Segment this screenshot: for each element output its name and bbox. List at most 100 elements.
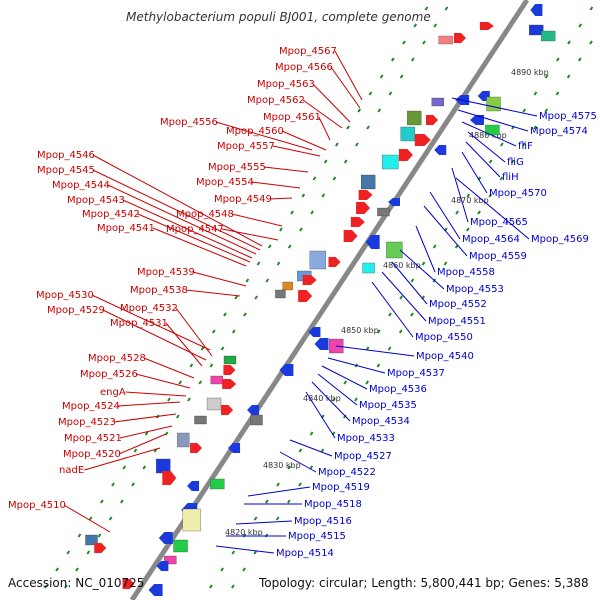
leader-line <box>117 401 181 407</box>
leader-line <box>311 381 351 422</box>
gene-label-right: Mpop_4553 <box>446 284 504 295</box>
leader-line <box>451 167 469 223</box>
leader-line <box>152 227 247 267</box>
tick-mark <box>254 295 258 300</box>
leader-line <box>135 373 191 389</box>
genome-title: Methylobacterium populi BJ001, complete … <box>126 10 431 24</box>
tick-mark <box>209 363 214 368</box>
leader-line <box>175 307 213 357</box>
leader-line <box>302 99 343 129</box>
gene-label-right: Mpop_4519 <box>312 482 370 493</box>
gene-label-left: Mpop_4523 <box>58 417 116 428</box>
tick-mark <box>567 40 571 45</box>
gene-label-left: Mpop_4538 <box>130 285 188 296</box>
gene-arrow-reverse <box>228 443 241 453</box>
gene-block <box>206 397 222 411</box>
tick-mark <box>455 210 459 215</box>
tick-mark <box>323 159 328 164</box>
gene-arrow-reverse <box>187 481 200 491</box>
gene-arrow-forward <box>414 134 431 146</box>
tick-mark <box>88 516 93 521</box>
leader-line <box>119 425 173 439</box>
tick-mark <box>299 227 303 232</box>
gene-block <box>407 110 422 126</box>
gene-arrow-reverse <box>365 235 380 249</box>
tick-mark <box>290 210 294 215</box>
gene-label-right: Mpop_4535 <box>359 400 417 411</box>
gene-label-left: Mpop_4546 <box>37 150 95 161</box>
leader-line <box>457 109 529 132</box>
leader-line <box>165 322 203 367</box>
kbp-label: 4830 kbp <box>263 461 301 470</box>
gene-arrow-forward <box>162 471 177 485</box>
tick-mark <box>234 295 238 300</box>
gene-label-right: Mpop_4537 <box>387 368 445 379</box>
gene-label-left: Mpop_4562 <box>247 95 305 106</box>
leader-line <box>423 205 468 257</box>
tick-mark <box>388 91 393 96</box>
gene-label-right: fliH <box>502 172 519 183</box>
gene-label-left: Mpop_4549 <box>214 194 272 205</box>
gene-arrow-forward <box>358 190 373 200</box>
leader-line <box>334 50 363 101</box>
tick-mark <box>410 57 415 62</box>
tick-mark <box>223 312 227 317</box>
gene-label-left: Mpop_4531 <box>110 318 168 329</box>
tick-mark <box>555 57 560 62</box>
tick-mark <box>231 584 235 589</box>
leader-line <box>461 151 488 194</box>
leader-line <box>455 177 530 240</box>
tick-mark <box>444 6 449 11</box>
tick-mark <box>86 550 91 555</box>
gene-arrow-forward <box>479 22 494 30</box>
tick-mark <box>279 227 283 232</box>
gene-label-left: Mpop_4541 <box>97 223 155 234</box>
leader-line <box>251 181 301 189</box>
tick-mark <box>144 431 149 436</box>
tick-mark <box>376 329 381 334</box>
leader-line <box>143 357 195 379</box>
leader-line <box>235 520 293 525</box>
leader-line <box>272 145 321 157</box>
gene-label-left: Mpop_4539 <box>137 267 195 278</box>
tick-mark <box>301 193 306 198</box>
tick-mark <box>242 567 246 572</box>
leader-line <box>215 121 313 151</box>
tick-mark <box>346 125 350 130</box>
tick-mark <box>55 567 59 572</box>
leader-line <box>327 357 386 374</box>
tick-mark <box>332 397 336 402</box>
gene-arrow-forward <box>223 365 236 375</box>
tick-mark <box>133 448 138 453</box>
tick-mark <box>77 533 82 538</box>
leader-line <box>289 439 333 457</box>
tick-mark <box>466 227 470 232</box>
gene-label-right: Mpop_4575 <box>539 111 597 122</box>
tick-mark <box>276 482 280 487</box>
tick-mark <box>142 465 147 470</box>
tick-mark <box>276 261 281 266</box>
leader-line <box>281 130 327 151</box>
tick-mark <box>332 176 337 181</box>
gene-block <box>361 174 376 190</box>
gene-arrow-forward <box>425 115 438 125</box>
tick-mark <box>354 397 358 402</box>
kbp-label: 4820 kbp <box>225 528 263 537</box>
gene-arrow-forward <box>94 543 107 553</box>
tick-mark <box>402 40 406 45</box>
gene-label-left: Mpop_4545 <box>37 165 95 176</box>
gene-label-right: Mpop_4551 <box>428 316 486 327</box>
tick-mark <box>310 210 314 215</box>
gene-block <box>250 414 263 426</box>
tick-mark <box>175 414 180 419</box>
tick-mark <box>267 244 272 249</box>
tick-mark <box>287 244 292 249</box>
gene-label-left: Mpop_4528 <box>88 353 146 364</box>
leader-line <box>192 271 247 287</box>
gene-label-left: Mpop_4557 <box>217 141 275 152</box>
tick-mark <box>120 499 124 504</box>
gene-block <box>541 30 556 42</box>
tick-mark <box>365 380 370 385</box>
gene-label-right: Mpop_4534 <box>352 416 410 427</box>
